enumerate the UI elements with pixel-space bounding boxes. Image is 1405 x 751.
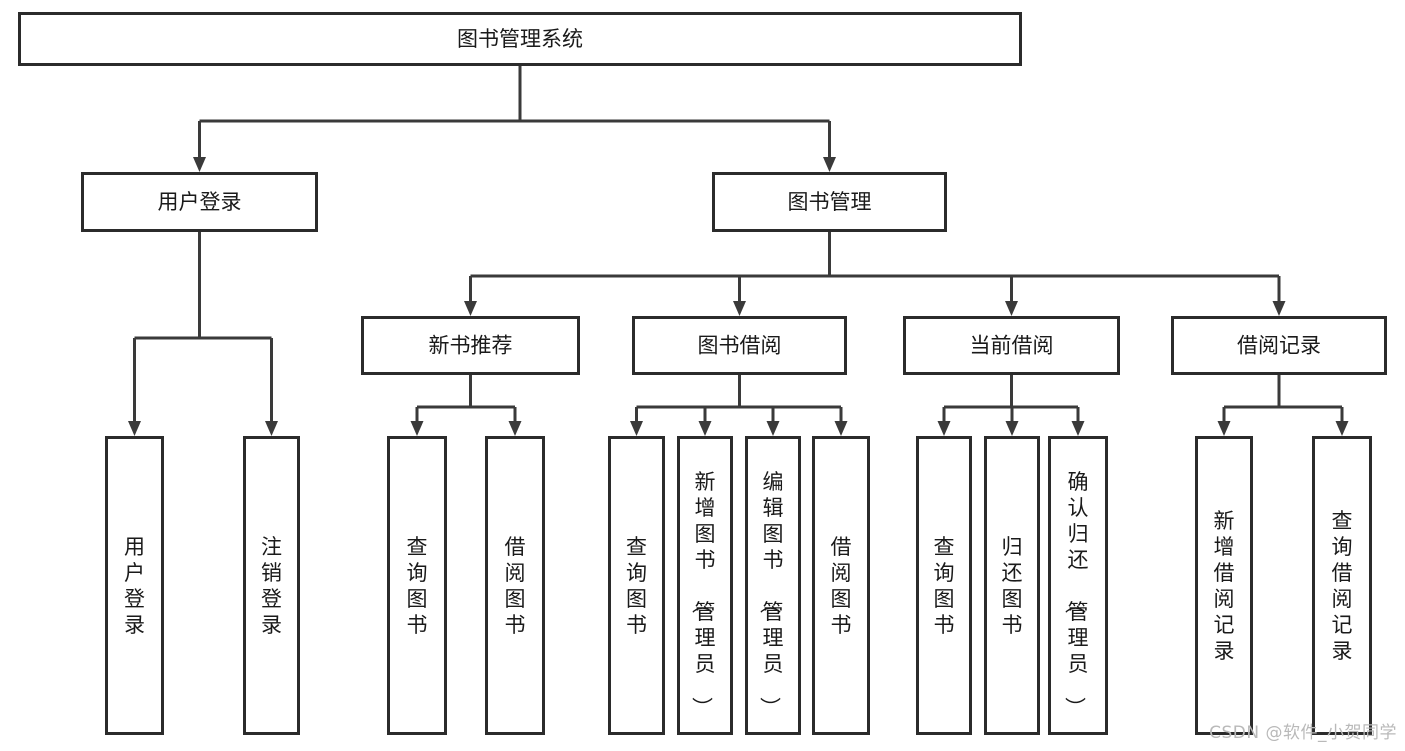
arrow-icon bbox=[823, 157, 836, 172]
node-current-borrow[interactable]: 当前借阅 bbox=[903, 316, 1120, 375]
node-label: 借阅图书 bbox=[831, 535, 852, 637]
arrow-icon bbox=[698, 421, 712, 436]
arrow-icon bbox=[464, 301, 477, 316]
node-label: 图书借阅 bbox=[698, 334, 782, 358]
node-label: 当前借阅 bbox=[970, 334, 1054, 358]
node-book-borrow[interactable]: 图书借阅 bbox=[632, 316, 847, 375]
node-box bbox=[632, 316, 847, 375]
node-label: 用户登录 bbox=[124, 535, 145, 637]
arrow-icon bbox=[733, 301, 746, 316]
node-label: 新增借阅记录 bbox=[1214, 509, 1235, 663]
arrow-icon bbox=[1005, 301, 1018, 316]
node-box bbox=[243, 436, 300, 735]
connector-group bbox=[410, 375, 522, 436]
connector-group bbox=[193, 66, 836, 172]
node-label: 借阅记录 bbox=[1237, 334, 1321, 358]
arrow-icon bbox=[630, 421, 643, 436]
node-box bbox=[1195, 436, 1253, 735]
arrow-icon bbox=[834, 421, 848, 436]
node-box bbox=[916, 436, 972, 735]
arrow-icon bbox=[1272, 301, 1286, 316]
node-box bbox=[984, 436, 1040, 735]
node-leaf-query-book-1[interactable]: 查询图书 bbox=[387, 436, 447, 735]
node-label: 用户登录 bbox=[158, 190, 242, 214]
node-label: 新书推荐 bbox=[429, 334, 513, 358]
node-layer: 图书管理系统用户登录图书管理新书推荐图书借阅当前借阅借阅记录用户登录注销登录查询… bbox=[18, 12, 1387, 735]
node-label: 归还图书 bbox=[1002, 535, 1023, 637]
node-leaf-return-book[interactable]: 归还图书 bbox=[984, 436, 1040, 735]
node-box bbox=[1171, 316, 1387, 375]
node-box bbox=[712, 172, 947, 232]
watermark-label: CSDN @软件_小贺同学 bbox=[1209, 723, 1397, 743]
arrow-icon bbox=[410, 421, 424, 436]
node-leaf-borrow-book-2[interactable]: 借阅图书 bbox=[812, 436, 870, 735]
node-book-manage[interactable]: 图书管理 bbox=[712, 172, 947, 232]
node-box bbox=[745, 436, 801, 735]
arrow-icon bbox=[1005, 421, 1019, 436]
node-box bbox=[81, 172, 318, 232]
node-leaf-borrow-book-1[interactable]: 借阅图书 bbox=[485, 436, 545, 735]
node-label: 查询借阅记录 bbox=[1332, 509, 1353, 663]
node-box bbox=[18, 12, 1022, 66]
node-label: 查询图书 bbox=[407, 535, 428, 637]
node-leaf-edit-book[interactable]: 编辑图书（管理员） bbox=[745, 436, 801, 735]
arrow-icon bbox=[1335, 421, 1349, 436]
node-leaf-query-record[interactable]: 查询借阅记录 bbox=[1312, 436, 1372, 735]
node-label: 编辑图书（管理员） bbox=[758, 470, 784, 718]
connector-group bbox=[1217, 375, 1349, 436]
arrow-icon bbox=[265, 421, 278, 436]
node-root[interactable]: 图书管理系统 bbox=[18, 12, 1022, 66]
arrow-icon bbox=[128, 421, 141, 436]
connector-group bbox=[128, 232, 278, 436]
arrow-icon bbox=[937, 421, 951, 436]
node-leaf-query-book-2[interactable]: 查询图书 bbox=[608, 436, 665, 735]
node-leaf-confirm-return[interactable]: 确认归还（管理员） bbox=[1048, 436, 1108, 735]
node-box bbox=[903, 316, 1120, 375]
node-box bbox=[812, 436, 870, 735]
node-leaf-user-login[interactable]: 用户登录 bbox=[105, 436, 164, 735]
node-label: 新增图书（管理员） bbox=[690, 470, 716, 718]
arrow-icon bbox=[1071, 421, 1085, 436]
connector-group bbox=[630, 375, 848, 436]
arrow-icon bbox=[193, 157, 206, 172]
node-box bbox=[677, 436, 733, 735]
node-label: 注销登录 bbox=[261, 535, 282, 637]
arrow-icon bbox=[1217, 421, 1231, 436]
node-leaf-add-book[interactable]: 新增图书（管理员） bbox=[677, 436, 733, 735]
node-box bbox=[608, 436, 665, 735]
arrow-icon bbox=[508, 421, 522, 436]
node-leaf-query-book-3[interactable]: 查询图书 bbox=[916, 436, 972, 735]
node-leaf-logout[interactable]: 注销登录 bbox=[243, 436, 300, 735]
node-label: 查询图书 bbox=[626, 535, 647, 637]
node-user-login[interactable]: 用户登录 bbox=[81, 172, 318, 232]
node-box bbox=[105, 436, 164, 735]
node-box bbox=[387, 436, 447, 735]
node-box bbox=[485, 436, 545, 735]
node-label: 图书管理 bbox=[788, 190, 872, 214]
node-box bbox=[1312, 436, 1372, 735]
node-label: 图书管理系统 bbox=[457, 27, 583, 51]
node-label: 借阅图书 bbox=[505, 535, 526, 637]
connector-layer bbox=[128, 66, 1349, 436]
node-box bbox=[361, 316, 580, 375]
node-borrow-record[interactable]: 借阅记录 bbox=[1171, 316, 1387, 375]
connector-group bbox=[937, 375, 1085, 436]
node-new-book-rec[interactable]: 新书推荐 bbox=[361, 316, 580, 375]
node-box bbox=[1048, 436, 1108, 735]
connector-group bbox=[464, 232, 1286, 316]
node-label: 确认归还（管理员） bbox=[1063, 470, 1089, 718]
node-label: 查询图书 bbox=[934, 535, 955, 637]
arrow-icon bbox=[766, 421, 780, 436]
node-leaf-add-record[interactable]: 新增借阅记录 bbox=[1195, 436, 1253, 735]
